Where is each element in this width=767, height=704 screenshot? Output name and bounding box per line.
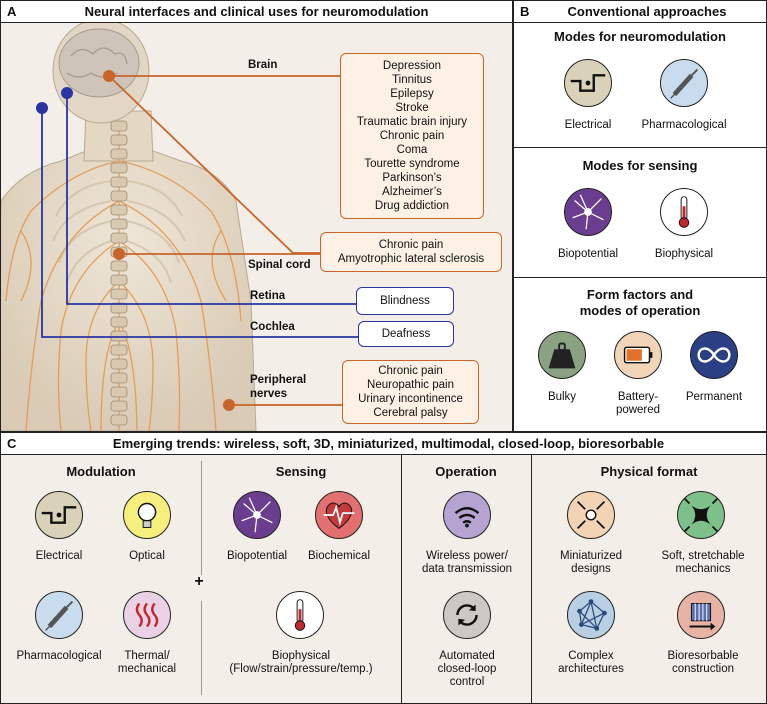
panel-b-header: B Conventional approaches <box>514 1 766 23</box>
heart-signal-icon <box>315 491 363 539</box>
sensing-operation-divider <box>401 455 402 703</box>
cochlea-use-item: Deafness <box>381 328 431 340</box>
human-nervous-system-illustration <box>1 23 358 431</box>
plus-sign: + <box>194 573 204 590</box>
panel-c-header: C Emerging trends: wireless, soft, 3D, m… <box>1 433 766 455</box>
miniaturize-icon <box>567 491 615 539</box>
miniaturized-caption: Miniaturized designs <box>560 550 622 575</box>
biopotential-caption: Biopotential <box>226 550 288 562</box>
soft-stretchable-caption: Soft, stretchable mechanics <box>661 550 745 575</box>
peripheral-use-item: Cerebral palsy <box>373 407 448 419</box>
retina-use-item: Blindness <box>380 295 430 307</box>
panel-b-letter: B <box>520 4 530 19</box>
complex-architectures-caption: Complex architectures <box>558 650 624 675</box>
retina-uses-box: Blindness <box>356 287 454 315</box>
thermometer-icon <box>660 188 708 236</box>
electrical-caption: Electrical <box>564 119 612 131</box>
brain-uses-box: Depression Tinnitus Epilepsy Stroke Trau… <box>340 53 484 219</box>
panel-b-divider <box>514 277 766 278</box>
brain-use-item: Chronic pain <box>379 130 445 142</box>
electrical-icon <box>564 59 612 107</box>
biochemical-caption: Biochemical <box>308 550 370 562</box>
retina-label: Retina <box>250 290 286 302</box>
modulation-sensing-divider <box>201 461 202 575</box>
battery-icon <box>614 331 662 379</box>
sensing-modes-title: Modes for sensing <box>582 158 698 173</box>
spinal-uses-box: Chronic pain Amyotrophic lateral scleros… <box>320 232 502 272</box>
optical-caption: Optical <box>129 550 165 562</box>
brain-label: Brain <box>248 59 278 71</box>
brain-use-item: Parkinson’s <box>382 172 442 184</box>
panel-a-letter: A <box>7 4 17 19</box>
biopotential-icon <box>233 491 281 539</box>
brain-use-item: Alzheimer’s <box>382 186 442 198</box>
brain-use-item: Tourette syndrome <box>364 158 460 170</box>
peripheral-use-item: Chronic pain <box>378 365 443 377</box>
pharmacological-caption: Pharmacological <box>641 119 727 131</box>
panel-b-title: Conventional approaches <box>567 4 727 19</box>
peripheral-use-item: Neuropathic pain <box>367 379 454 391</box>
syringe-icon <box>660 59 708 107</box>
panel-a: A Neural interfaces and clinical uses fo… <box>0 0 513 432</box>
modulation-title: Modulation <box>66 464 136 479</box>
panel-c: C Emerging trends: wireless, soft, 3D, m… <box>0 432 767 704</box>
heat-waves-icon <box>123 591 171 639</box>
bulky-caption: Bulky <box>547 391 577 403</box>
panel-a-header: A Neural interfaces and clinical uses fo… <box>1 1 512 23</box>
infinity-icon <box>690 331 738 379</box>
pharmacological-caption: Pharmacological <box>16 650 102 662</box>
thermometer-icon <box>276 591 324 639</box>
peripheral-uses-box: Chronic pain Neuropathic pain Urinary in… <box>342 360 479 424</box>
cochlea-uses-box: Deafness <box>358 321 454 347</box>
biopotential-caption: Biopotential <box>557 248 619 260</box>
biophysical-caption: Biophysical (Flow/strain/pressure/temp.) <box>229 650 373 675</box>
closed-loop-icon <box>443 591 491 639</box>
spinal-cord-label: Spinal cord <box>248 259 311 271</box>
brain-use-item: Tinnitus <box>392 74 432 86</box>
modulation-modes-title: Modes for neuromodulation <box>554 29 726 44</box>
brain-use-item: Drug addiction <box>374 200 450 212</box>
network-icon <box>567 591 615 639</box>
electrical-icon <box>35 491 83 539</box>
panel-c-title: Emerging trends: wireless, soft, 3D, min… <box>112 436 665 451</box>
brain-use-item: Depression <box>382 60 442 72</box>
thermal-mechanical-caption: Thermal/ mechanical <box>117 650 177 675</box>
brain-use-item: Traumatic brain injury <box>356 116 468 128</box>
electrical-caption: Electrical <box>35 550 83 562</box>
syringe-icon <box>35 591 83 639</box>
bioresorbable-caption: Bioresorbable construction <box>667 650 739 675</box>
brain-use-item: Epilepsy <box>390 88 434 100</box>
peripheral-nerves-label: Peripheral nerves <box>250 374 307 400</box>
bioresorbable-icon <box>677 591 725 639</box>
form-factors-title: Form factors and modes of operation <box>579 287 701 318</box>
brain-use-item: Coma <box>396 144 428 156</box>
biopotential-icon <box>564 188 612 236</box>
cochlea-label: Cochlea <box>250 321 295 333</box>
permanent-caption: Permanent <box>685 391 743 403</box>
biophysical-caption: Biophysical <box>654 248 714 260</box>
battery-powered-caption: Battery- powered <box>615 391 661 416</box>
operation-format-divider <box>531 455 532 703</box>
weight-icon <box>538 331 586 379</box>
modulation-sensing-divider <box>201 601 202 695</box>
wireless-icon <box>443 491 491 539</box>
panel-c-letter: C <box>7 436 17 451</box>
spinal-use-item: Amyotrophic lateral sclerosis <box>337 253 485 265</box>
operation-title: Operation <box>435 464 497 479</box>
spinal-use-item: Chronic pain <box>378 239 444 251</box>
wireless-power-caption: Wireless power/ data transmission <box>421 550 513 575</box>
sensing-title: Sensing <box>275 464 327 479</box>
panel-a-title: Neural interfaces and clinical uses for … <box>84 4 429 19</box>
panel-b: B Conventional approaches Modes for neur… <box>513 0 767 432</box>
panel-b-divider <box>514 147 766 148</box>
peripheral-use-item: Urinary incontinence <box>358 393 463 405</box>
stretch-icon <box>677 491 725 539</box>
brain-use-item: Stroke <box>395 102 429 114</box>
physical-format-title: Physical format <box>600 464 698 479</box>
lightbulb-icon <box>123 491 171 539</box>
closed-loop-caption: Automated closed-loop control <box>437 650 497 688</box>
